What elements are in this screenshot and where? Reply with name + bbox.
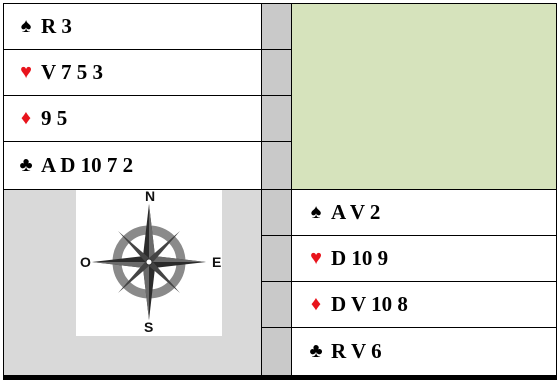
diamond-icon: ♦ bbox=[310, 293, 322, 315]
compass-panel: N S E O bbox=[4, 188, 262, 375]
west-diamonds-row: ♦ 9 5 bbox=[4, 96, 262, 142]
west-diamonds-cards: 9 5 bbox=[41, 106, 68, 130]
spade-icon: ♠ bbox=[20, 15, 32, 37]
east-diamonds-row: ♦ D V 10 8 bbox=[292, 282, 556, 328]
west-hearts-cards: V 7 5 3 bbox=[41, 60, 104, 84]
compass-rose-icon: N S E O bbox=[76, 188, 222, 336]
club-icon: ♣ bbox=[309, 340, 323, 362]
heart-icon: ♥ bbox=[20, 61, 32, 83]
west-spades-cards: R 3 bbox=[41, 14, 72, 38]
divider-strip bbox=[262, 50, 292, 96]
divider-strip bbox=[262, 282, 292, 328]
divider-strip bbox=[262, 4, 292, 50]
compass-rose-graphic bbox=[92, 204, 206, 320]
compass-east-label: E bbox=[212, 254, 222, 270]
empty-green-panel bbox=[292, 4, 556, 190]
west-clubs-cards: A D 10 7 2 bbox=[41, 153, 134, 177]
east-spades-row: ♠ A V 2 bbox=[292, 190, 556, 236]
divider-strip bbox=[262, 236, 292, 282]
east-clubs-cards: R V 6 bbox=[331, 339, 382, 363]
east-spades-cards: A V 2 bbox=[331, 200, 381, 224]
heart-icon: ♥ bbox=[310, 247, 322, 269]
west-hearts-row: ♥ V 7 5 3 bbox=[4, 50, 262, 96]
spade-icon: ♠ bbox=[310, 201, 322, 223]
divider-strip bbox=[262, 142, 292, 190]
divider-strip bbox=[262, 190, 292, 236]
bridge-diagram: ♠ R 3 ♥ V 7 5 3 ♦ 9 5 ♣ A D 10 7 2 bbox=[3, 3, 557, 380]
east-hearts-row: ♥ D 10 9 bbox=[292, 236, 556, 282]
east-hearts-cards: D 10 9 bbox=[331, 246, 389, 270]
west-spades-row: ♠ R 3 bbox=[4, 4, 262, 50]
compass-north-label: N bbox=[145, 188, 156, 204]
east-diamonds-cards: D V 10 8 bbox=[331, 292, 408, 316]
diamond-icon: ♦ bbox=[20, 107, 32, 129]
west-clubs-row: ♣ A D 10 7 2 bbox=[4, 142, 262, 190]
east-clubs-row: ♣ R V 6 bbox=[292, 328, 556, 375]
divider-strip bbox=[262, 96, 292, 142]
divider-strip bbox=[262, 328, 292, 375]
compass-west-label: O bbox=[80, 254, 91, 270]
club-icon: ♣ bbox=[19, 154, 33, 176]
compass-south-label: S bbox=[144, 319, 154, 335]
